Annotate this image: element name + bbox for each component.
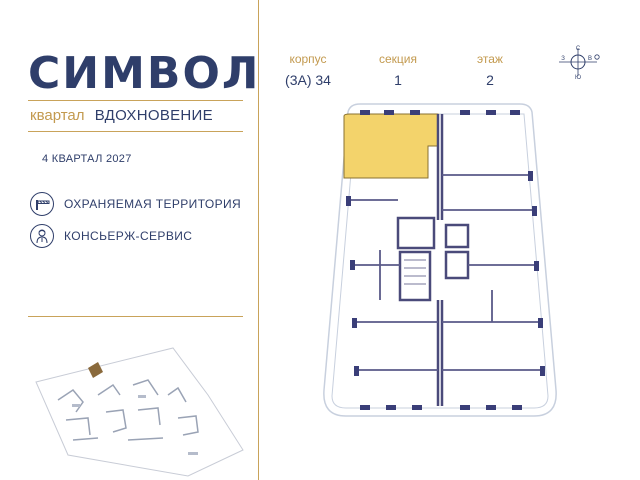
compass-east: В [588, 56, 592, 62]
compass-icon: С Ю З В [559, 46, 600, 80]
floor-value: 2 [486, 72, 494, 88]
quarter-label: квартал [30, 107, 85, 124]
barrier-icon [30, 192, 54, 216]
building-label: корпус [289, 52, 327, 66]
site-map [35, 347, 244, 477]
compass-west: З [561, 56, 565, 62]
feature-label: ОХРАНЯЕМАЯ ТЕРРИТОРИЯ [64, 197, 242, 211]
compass-north: С [576, 46, 581, 52]
feature-guarded-territory: ОХРАНЯЕМАЯ ТЕРРИТОРИЯ [30, 192, 241, 216]
concierge-icon [30, 224, 54, 248]
quarter-row: квартал ВДОХНОВЕНИЕ [30, 107, 213, 124]
feature-label: КОНСЬЕРЖ-СЕРВИС [64, 229, 193, 243]
floor-label: этаж [477, 52, 503, 66]
floor-plan [323, 103, 557, 417]
section-divider [28, 316, 243, 317]
section-value: 1 [394, 72, 402, 88]
quarter-name: ВДОХНОВЕНИЕ [94, 107, 213, 124]
completion-date: 4 КВАРТАЛ 2027 [42, 153, 132, 165]
brand-title: СИМВОЛ [28, 48, 261, 99]
quarter-divider [28, 131, 243, 132]
section-info: секция 1 [366, 52, 430, 88]
vertical-divider [258, 0, 259, 480]
building-value: (3А) 34 [285, 72, 331, 88]
sun-icon [594, 54, 600, 60]
building-info: корпус (3А) 34 [276, 52, 340, 88]
current-building-marker [88, 362, 103, 378]
floor-info: этаж 2 [458, 52, 522, 88]
selected-apartment[interactable] [343, 113, 439, 179]
feature-concierge: КОНСЬЕРЖ-СЕРВИС [30, 224, 192, 248]
brand-divider [28, 100, 243, 101]
compass-south: Ю [575, 75, 581, 80]
section-label: секция [379, 52, 417, 66]
